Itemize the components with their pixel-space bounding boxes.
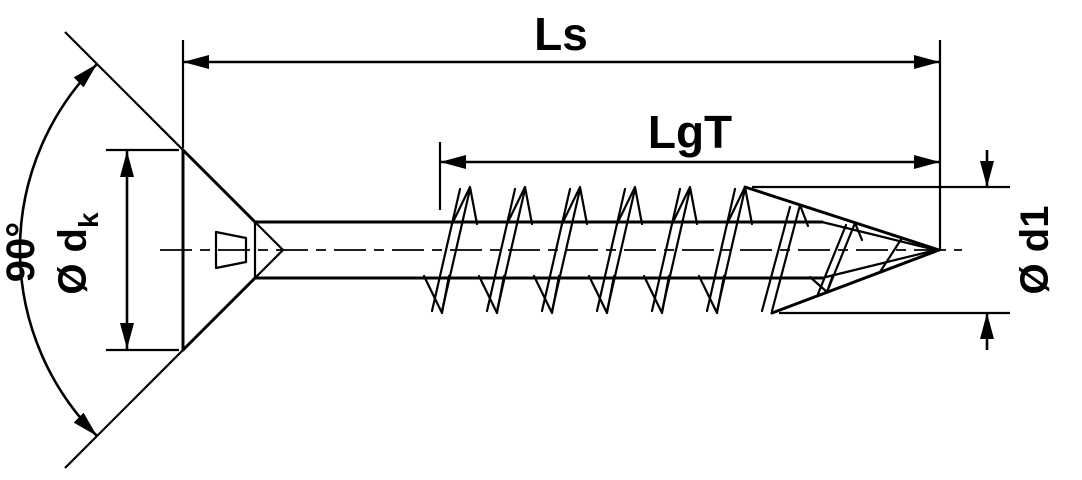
dimension-total-length: Ls [181, 8, 942, 250]
lgt-label: LgT [648, 106, 732, 158]
head-cone-bottom [181, 276, 257, 352]
dimension-thread-length: LgT [438, 106, 940, 210]
head-cone-top [181, 148, 257, 224]
ls-label: Ls [534, 8, 588, 60]
d1-label: Ø d1 [1013, 206, 1057, 295]
screw-head [181, 148, 257, 352]
angle-label: 90° [0, 222, 43, 283]
screw-thread [422, 185, 754, 315]
dimension-head-diameter: Ø d k [51, 148, 179, 352]
drive-recess [214, 230, 248, 270]
dk-label-subscript: k [73, 212, 104, 228]
dk-label-main: Ø d [51, 228, 95, 295]
tip-envelope-top [743, 185, 941, 252]
tip-envelope-bottom [770, 248, 941, 315]
dimension-thread-diameter: Ø d1 [752, 150, 1057, 350]
screw-tip [743, 185, 941, 315]
angle-arc [18, 63, 98, 437]
